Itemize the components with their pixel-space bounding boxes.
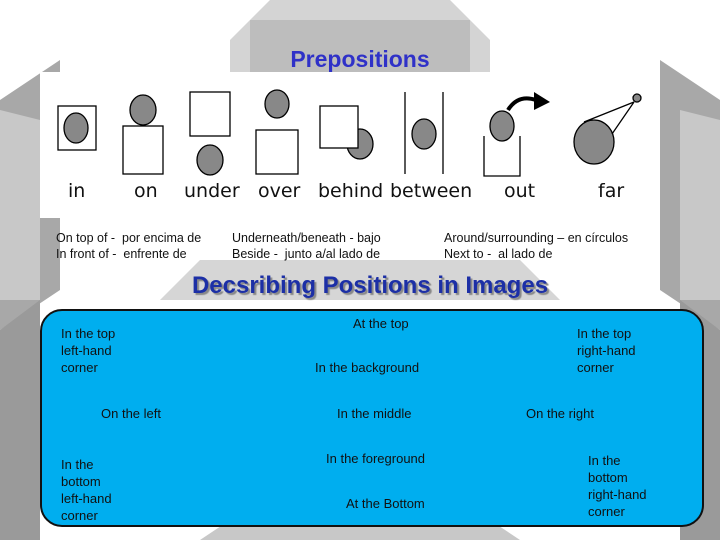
pos-middle: In the middle [337, 406, 412, 421]
translation-col-2: Underneath/beneath - bajo Beside - junto… [232, 231, 381, 261]
far-ball-big [573, 119, 615, 165]
translation-col-3: Around/surrounding – en círculos Next to… [444, 231, 629, 261]
pos-foreground: In the foreground [326, 451, 426, 466]
label-between: between [390, 180, 473, 202]
pos-bottom-right: In the bottom right-hand corner [588, 453, 647, 519]
positions-box [40, 309, 704, 527]
on-ball [129, 94, 157, 126]
far-line-1 [583, 101, 635, 123]
label-in: in [68, 180, 86, 202]
between-ball [411, 118, 437, 150]
far-line-2 [611, 101, 635, 135]
prepositions-illustration [57, 89, 642, 177]
pos-bottom-left: In the bottom left-hand corner [61, 457, 112, 523]
behind-box [319, 105, 359, 149]
over-box [255, 129, 299, 175]
under-ball [196, 144, 224, 176]
label-far: far [598, 180, 625, 202]
section-heading: Decsribing Positions in Images [191, 272, 549, 299]
label-behind: behind [318, 180, 384, 202]
pos-top-right: In the top right-hand corner [577, 326, 636, 375]
over-ball [264, 89, 290, 119]
out-ball [489, 110, 515, 142]
out-container [483, 136, 521, 177]
pos-top: At the top [353, 316, 409, 331]
pos-background: In the background [315, 360, 420, 375]
under-box [189, 91, 231, 137]
pos-right: On the right [526, 406, 594, 421]
pos-bottom: At the Bottom [346, 496, 425, 511]
out-arrow [506, 96, 537, 112]
label-under: under [184, 180, 240, 202]
on-box [122, 125, 164, 175]
pos-left: On the left [101, 406, 161, 421]
label-over: over [258, 180, 301, 202]
far-ball-small [632, 93, 642, 103]
label-on: on [134, 180, 158, 202]
prepositions-panel [40, 72, 654, 218]
page-title: Prepositions [290, 46, 430, 72]
out-arrow-head [534, 92, 550, 110]
in-ball [63, 112, 89, 144]
pos-top-left: In the top left-hand corner [61, 326, 116, 375]
label-out: out [504, 180, 536, 202]
translation-col-1: On top of - por encima de In front of - … [56, 231, 202, 261]
